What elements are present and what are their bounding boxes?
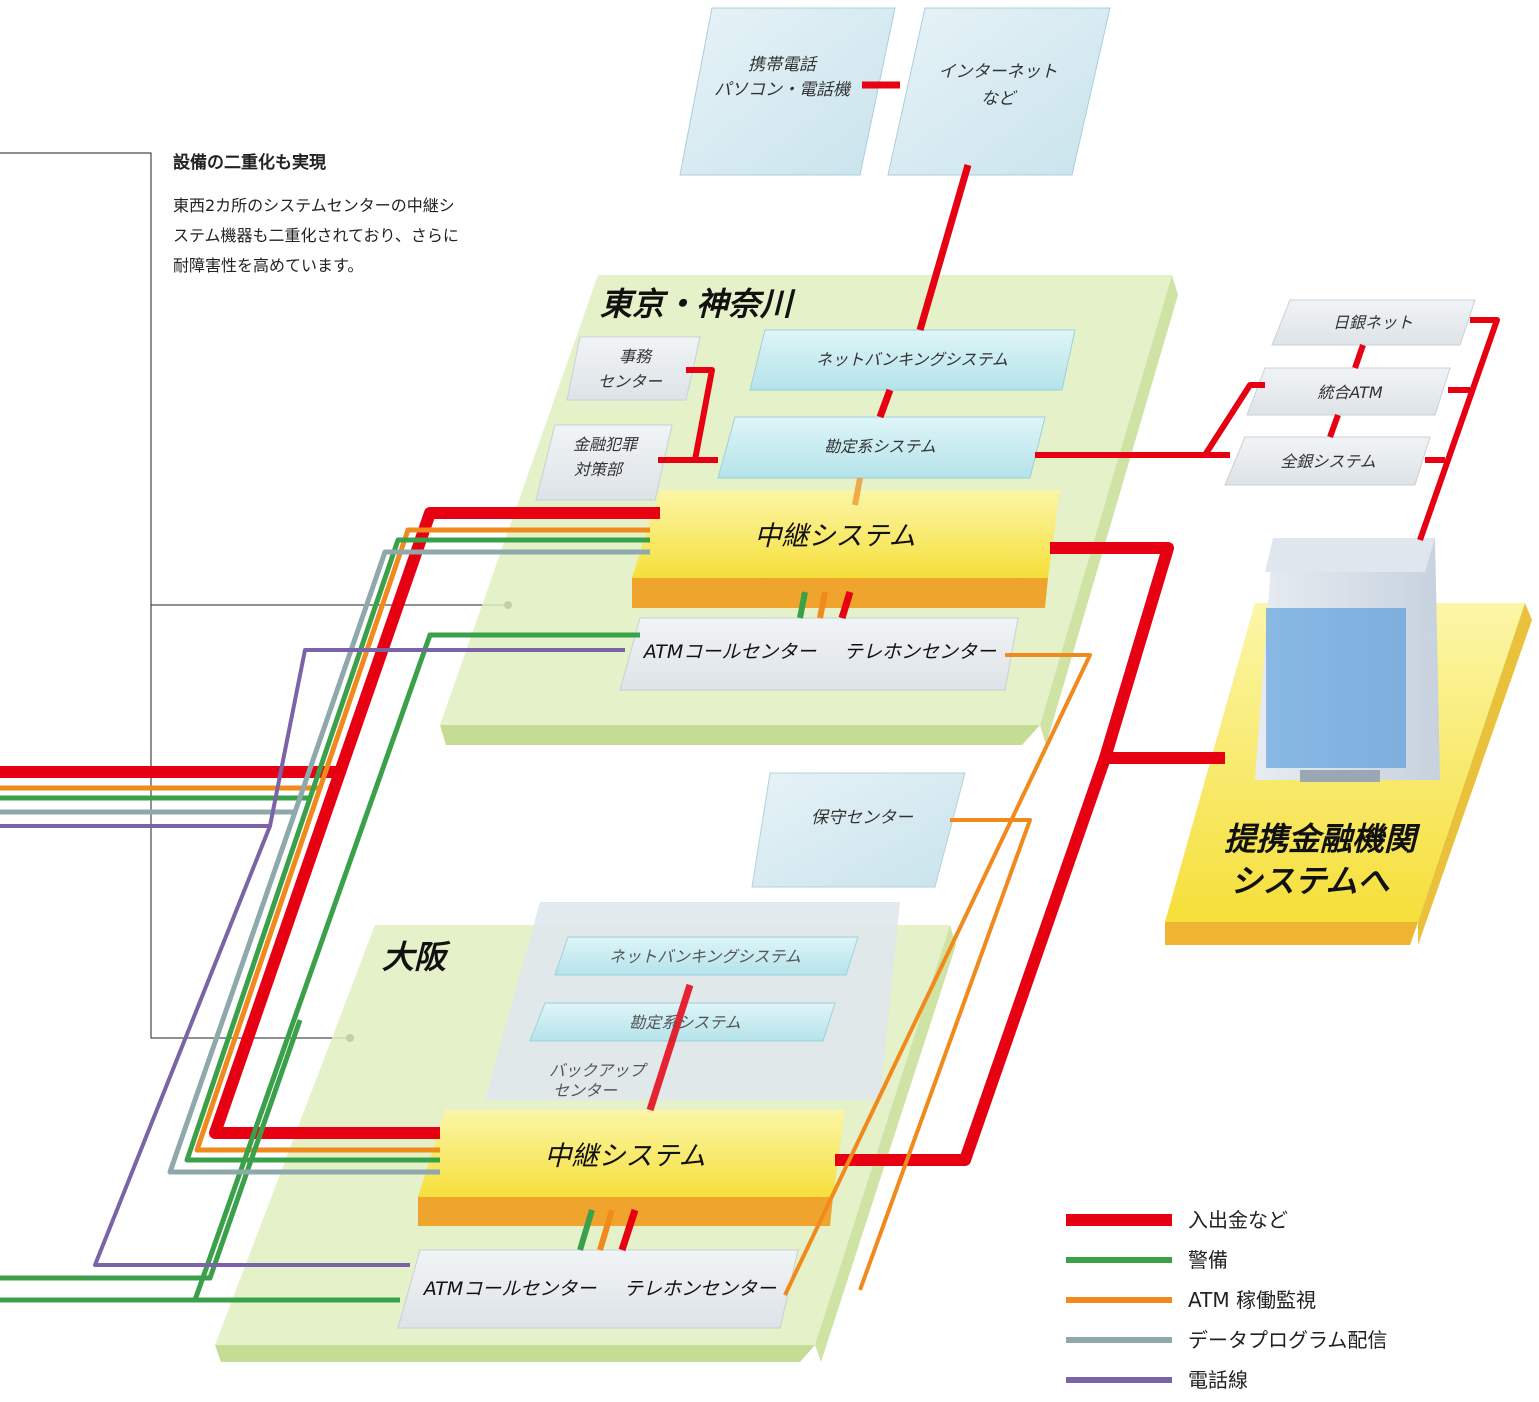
callout-lines	[0, 152, 508, 1039]
osaka-telephone-label: テレホンセンター	[624, 1278, 777, 1300]
note-title: 設備の二重化も実現	[173, 153, 326, 173]
tokyo-fraud-label-1: 金融犯罪	[573, 435, 639, 454]
maintenance-label: 保守センター	[811, 808, 914, 828]
mobile-box	[679, 7, 896, 176]
boj-net-label: 日銀ネット	[1333, 313, 1413, 332]
legend-item-data-delivery: データプログラム配信	[1066, 1322, 1526, 1362]
tokyo-telephone-label: テレホンセンター	[844, 641, 997, 663]
legend-swatch-gray	[1066, 1337, 1172, 1343]
mobile-label-1: 携帯電話	[748, 55, 818, 75]
note-body: 東西2カ所のシステムセンターの中継シ ステム機器も二重化されており、さらに 耐障…	[173, 191, 553, 281]
legend-label: ATM 稼働監視	[1188, 1288, 1316, 1312]
integrated-atm-label: 統合ATM	[1317, 383, 1383, 402]
legend-item-phone-line: 電話線	[1066, 1362, 1526, 1402]
note-line: 東西2カ所のシステムセンターの中継シ	[173, 196, 455, 215]
tokyo-atm-call-label: ATMコールセンター	[642, 641, 818, 663]
note-line: 耐障害性を高めています。	[173, 256, 364, 275]
connection-lines	[0, 81, 1500, 1303]
partner-label-1: 提携金融機関	[1224, 820, 1421, 858]
tokyo-net-banking-label: ネットバンキングシステム	[816, 350, 1008, 369]
internet-box	[887, 7, 1111, 176]
internet-label-1: インターネット	[939, 62, 1058, 82]
partner-label-2: システムへ	[1230, 862, 1390, 900]
mobile-label-2: パソコン・電話機	[714, 80, 852, 100]
osaka-relay-label: 中継システム	[544, 1141, 705, 1172]
tokyo-relay-label: 中継システム	[754, 521, 915, 552]
legend-label: データプログラム配信	[1188, 1328, 1388, 1352]
osaka-net-banking-label: ネットバンキングシステム	[609, 947, 801, 966]
building-icon	[1255, 538, 1440, 782]
legend-item-atm-monitor: ATM 稼働監視	[1066, 1282, 1526, 1322]
osaka-backup-label-1: バックアップ	[549, 1061, 648, 1080]
zengin-label: 全銀システム	[1280, 452, 1376, 471]
maintenance-box	[751, 772, 966, 888]
legend-item-security: 警備	[1066, 1242, 1526, 1282]
tokyo-fraud-label-2: 対策部	[574, 460, 625, 479]
osaka-region-label: 大阪	[382, 938, 451, 976]
tokyo-office-center-label-2: センター	[598, 372, 663, 391]
external-systems	[1224, 299, 1476, 486]
osaka-atm-call-label: ATMコールセンター	[422, 1278, 598, 1300]
tokyo-accounting-label: 勘定系システム	[824, 437, 936, 456]
osaka-components	[397, 902, 900, 1329]
legend-swatch-green	[1066, 1257, 1172, 1263]
legend-label: 警備	[1188, 1248, 1228, 1272]
internet-label-2: など	[981, 89, 1018, 109]
legend-label: 電話線	[1188, 1368, 1248, 1392]
legend-swatch-orange	[1066, 1297, 1172, 1303]
note-line: ステム機器も二重化されており、さらに	[173, 226, 459, 245]
legend-swatch-purple	[1066, 1377, 1172, 1383]
redundancy-note: 設備の二重化も実現 東西2カ所のシステムセンターの中継シ ステム機器も二重化され…	[173, 148, 553, 281]
osaka-backup-label-2: センター	[553, 1081, 618, 1100]
tokyo-components	[535, 329, 1076, 691]
legend-label: 入出金など	[1188, 1208, 1288, 1232]
legend-item-deposit: 入出金など	[1066, 1202, 1526, 1242]
tokyo-region-label: 東京・神奈川	[600, 285, 796, 323]
legend-swatch-red	[1066, 1214, 1172, 1226]
osaka-accounting-label: 勘定系システム	[629, 1013, 741, 1032]
legend: 入出金など 警備 ATM 稼働監視 データプログラム配信 電話線	[1066, 1202, 1526, 1402]
tokyo-office-center-label-1: 事務	[619, 347, 653, 366]
